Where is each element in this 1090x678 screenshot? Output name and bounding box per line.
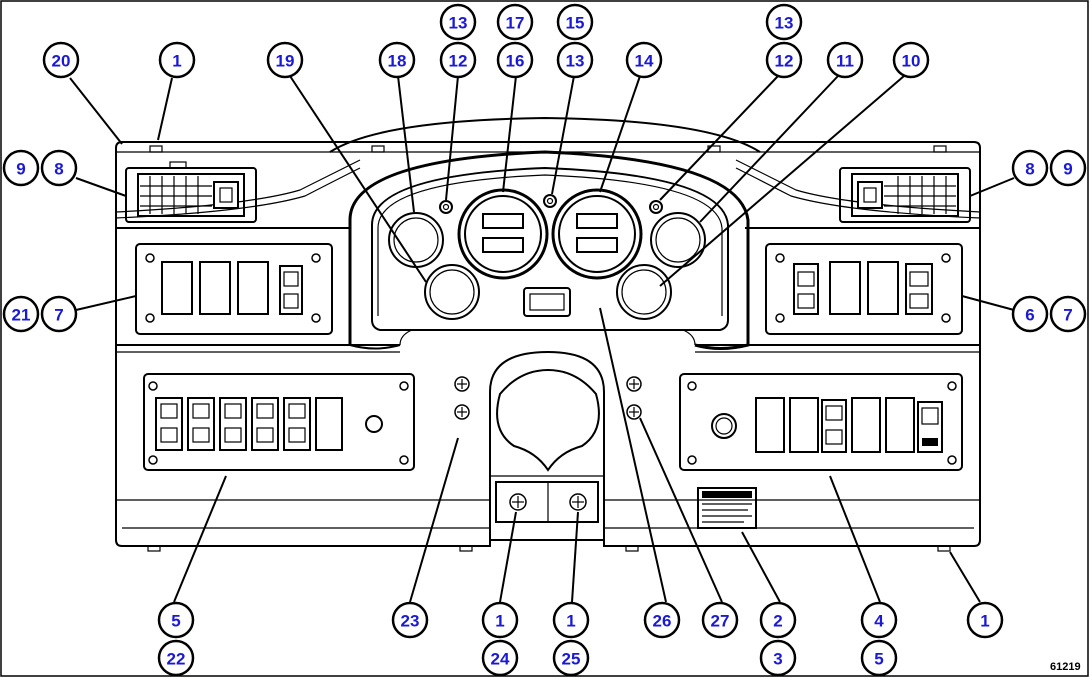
callout-label: 3	[773, 650, 782, 669]
callout-18: 18	[378, 41, 416, 79]
callout-label: 5	[171, 612, 180, 631]
steering-column-opening	[454, 350, 642, 540]
callout-label: 21	[12, 306, 31, 325]
callout-label: 18	[388, 52, 407, 71]
callout-2: 2	[759, 601, 797, 639]
callout-26: 26	[643, 601, 681, 639]
callout-17: 17	[496, 3, 534, 41]
callout-6: 6	[1011, 295, 1049, 333]
callout-label: 20	[52, 52, 71, 71]
callout-8: 8	[1011, 149, 1049, 187]
callout-label: 6	[1025, 306, 1034, 325]
callout-label: 12	[775, 52, 794, 71]
warning-decal	[697, 487, 757, 529]
callout-label: 5	[874, 650, 883, 669]
callout-label: 24	[491, 650, 510, 669]
callout-label: 1	[495, 612, 504, 631]
callout-label: 26	[653, 612, 672, 631]
callout-24: 24	[481, 639, 519, 677]
callout-label: 12	[449, 52, 468, 71]
callout-label: 16	[506, 52, 525, 71]
callout-8: 8	[40, 149, 78, 187]
callouts: 20 1 19 18 13 12 17 16 15 13 14 13 12 11…	[2, 3, 1087, 677]
callout-21: 21	[2, 295, 40, 333]
callout-label: 14	[635, 52, 654, 71]
callout-label: 10	[902, 52, 921, 71]
left-lower-switch-panel	[143, 373, 415, 471]
callout-label: 2	[773, 612, 782, 631]
callout-5: 5	[157, 601, 195, 639]
callout-label: 23	[401, 612, 420, 631]
callout-label: 7	[54, 306, 63, 325]
callout-1: 1	[552, 601, 590, 639]
callout-12: 12	[765, 41, 803, 79]
callout-14: 14	[625, 41, 663, 79]
callout-1: 1	[158, 41, 196, 79]
callout-13: 13	[556, 41, 594, 79]
callout-label: 8	[1025, 160, 1034, 179]
callout-label: 1	[566, 612, 575, 631]
callout-label: 13	[449, 14, 468, 33]
callout-label: 1	[172, 52, 181, 71]
callout-5: 5	[860, 639, 898, 677]
callout-label: 9	[1063, 160, 1072, 179]
callout-12: 12	[439, 41, 477, 79]
callout-label: 22	[167, 650, 186, 669]
right-upper-switch-panel	[765, 243, 963, 335]
callout-9: 9	[2, 149, 40, 187]
callout-label: 13	[775, 14, 794, 33]
callout-label: 8	[54, 160, 63, 179]
callout-16: 16	[496, 41, 534, 79]
callout-25: 25	[552, 639, 590, 677]
callout-label: 4	[874, 612, 884, 631]
leader-lines	[69, 75, 1015, 603]
callout-20: 20	[42, 41, 80, 79]
callout-1: 1	[966, 601, 1004, 639]
callout-label: 9	[16, 160, 25, 179]
callout-11: 11	[826, 41, 864, 79]
callout-label: 19	[276, 52, 295, 71]
callout-7: 7	[1049, 295, 1087, 333]
callout-9: 9	[1049, 149, 1087, 187]
left-air-vent	[125, 161, 257, 223]
callout-label: 27	[711, 612, 730, 631]
callout-3: 3	[759, 639, 797, 677]
callout-7: 7	[40, 295, 78, 333]
callout-10: 10	[892, 41, 930, 79]
callout-13: 13	[765, 3, 803, 41]
callout-15: 15	[556, 3, 594, 41]
callout-22: 22	[157, 639, 195, 677]
left-upper-switch-panel	[135, 243, 333, 335]
callout-23: 23	[391, 601, 429, 639]
callout-label: 13	[566, 52, 585, 71]
callout-27: 27	[701, 601, 739, 639]
callout-label: 17	[506, 14, 525, 33]
callout-1: 1	[481, 601, 519, 639]
callout-19: 19	[266, 41, 304, 79]
figure-id: 61219	[1050, 661, 1081, 673]
callout-label: 1	[980, 612, 989, 631]
right-lower-switch-panel	[679, 373, 963, 471]
callout-label: 11	[836, 52, 854, 71]
callout-label: 25	[562, 650, 581, 669]
gauge-cluster	[348, 150, 750, 350]
callout-13: 13	[439, 3, 477, 41]
callout-label: 7	[1063, 306, 1072, 325]
callout-4: 4	[860, 601, 898, 639]
callout-label: 15	[566, 14, 585, 33]
